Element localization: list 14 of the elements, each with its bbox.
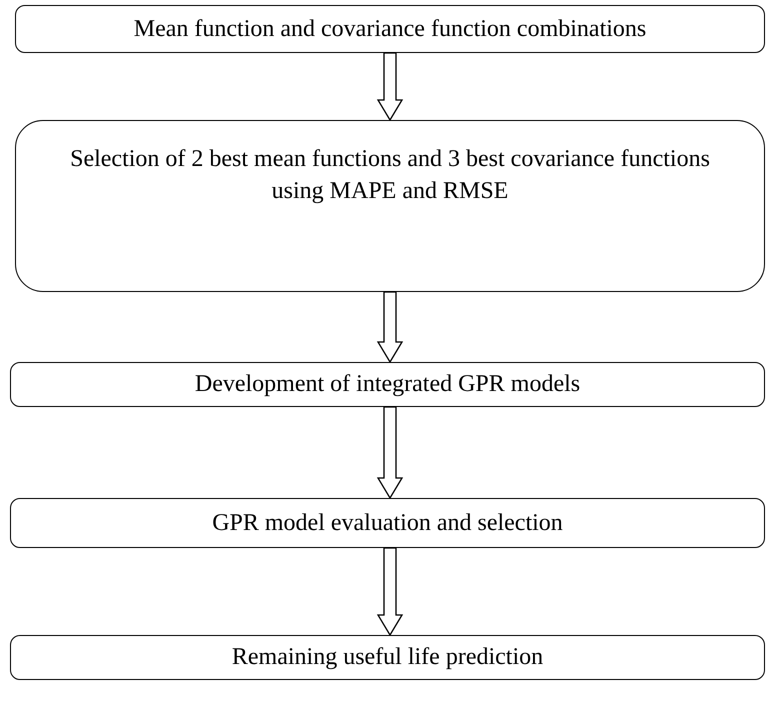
process-box bbox=[15, 120, 765, 292]
hollow-arrow bbox=[376, 547, 404, 636]
step-text: Selection of 2 best mean functions and 3 best covariance functions using MAPE and RMSE bbox=[69, 145, 711, 206]
process-box bbox=[10, 635, 765, 680]
step-text: Development of integrated GPR models bbox=[194, 370, 580, 400]
step-text: GPR model evaluation and selection bbox=[212, 508, 563, 538]
process-box bbox=[15, 5, 765, 53]
hollow-arrow bbox=[376, 52, 404, 122]
hollow-arrow bbox=[376, 406, 404, 500]
hollow-arrow bbox=[376, 291, 404, 364]
process-box bbox=[10, 498, 765, 548]
process-box bbox=[10, 362, 765, 407]
step-text: Mean function and covariance function combinations bbox=[134, 14, 646, 44]
step-text: Remaining useful life prediction bbox=[232, 643, 544, 672]
